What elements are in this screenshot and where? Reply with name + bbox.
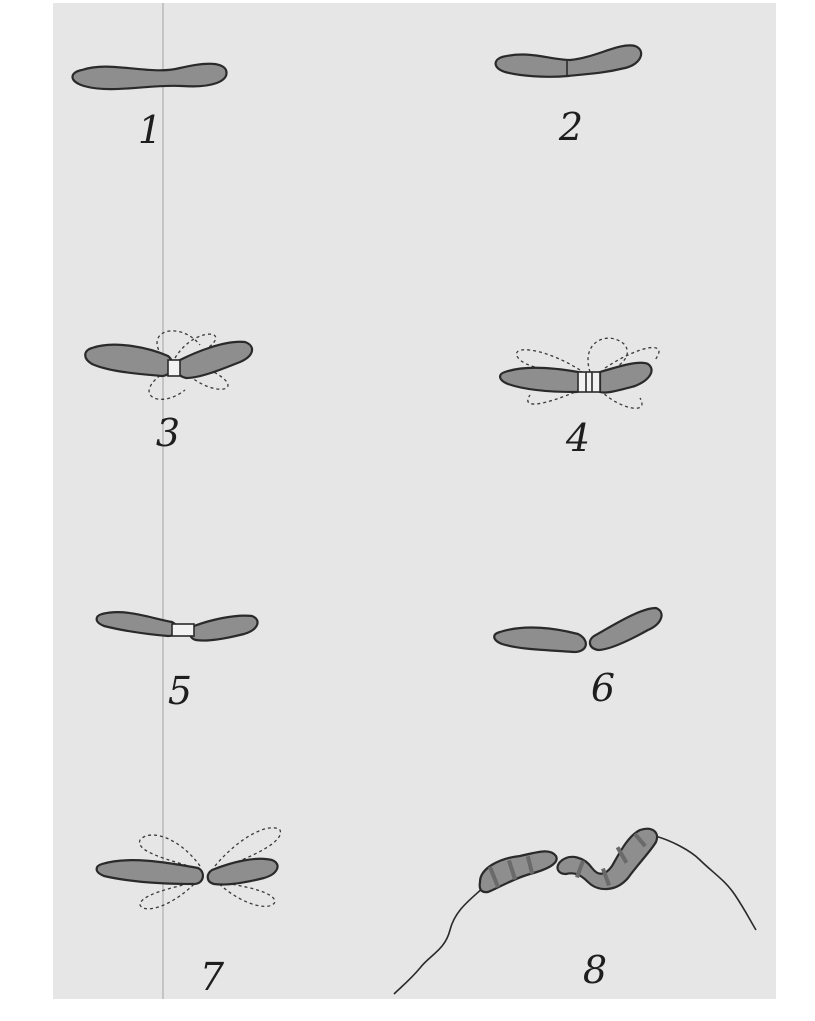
panel-5: 5 [97,612,258,713]
panel-6: 6 [494,608,661,710]
connecting-bridge [168,360,180,376]
left-daughter-cell [97,860,203,884]
connecting-bridge [578,372,600,392]
right-daughter-cell [208,859,278,885]
flagellum [394,886,485,994]
rod-cell [73,64,227,89]
panel-8: 8 [394,829,756,994]
right-daughter-cell [190,616,258,641]
panel-label-6: 6 [591,666,615,710]
panel-label-8: 8 [583,948,607,992]
panel-3: 3 [85,331,252,455]
panel-1: 1 [73,64,227,152]
panel-label-4: 4 [565,416,590,460]
panel-7: 7 [97,828,281,999]
left-daughter-cell [85,345,172,376]
panel-label-7: 7 [200,955,225,999]
panel-label-1: 1 [138,108,162,152]
right-daughter-cell [590,608,662,650]
panel-4: 4 [500,338,659,460]
panel-label-2: 2 [558,105,583,149]
left-daughter-cell [500,368,583,392]
left-daughter-cell [97,612,177,636]
connecting-bridge [172,624,194,636]
right-daughter-cell [177,342,252,378]
panel-label-5: 5 [168,669,192,713]
left-daughter-cell [494,628,586,652]
rod-cell [496,45,642,76]
panel-label-3: 3 [156,411,180,455]
right-daughter-cell [600,363,652,393]
flagellum [655,836,756,930]
panel-2: 2 [496,45,642,149]
